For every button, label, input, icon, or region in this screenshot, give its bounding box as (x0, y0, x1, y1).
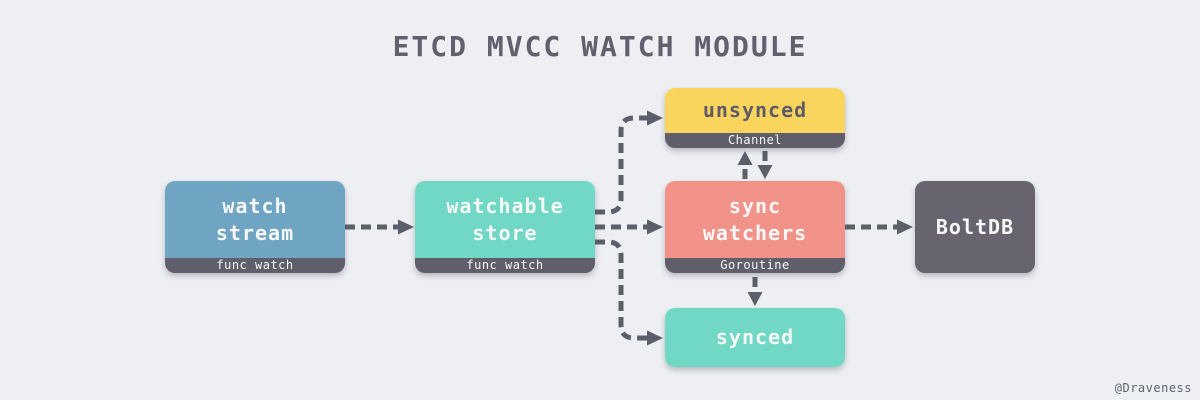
edge-watchable-store-to-unsynced (595, 115, 648, 215)
node-watchable-store-label: watchable store (446, 193, 564, 245)
edge-watchable-store-to-synced (595, 239, 648, 341)
diagram-title: ETCD MVCC WATCH MODULE (392, 30, 808, 63)
node-watch-stream-label: watch stream (215, 193, 295, 245)
node-boltdb-label: BoltDB (935, 214, 1015, 239)
arrowhead-sync-watchers-to-unsynced (737, 151, 753, 165)
node-synced-body: synced (665, 308, 845, 367)
arrowhead-unsynced-to-sync-watchers (757, 165, 773, 179)
node-watchable-store-sublabel: func watch (415, 258, 595, 273)
node-boltdb: BoltDB (915, 181, 1035, 273)
arrowhead-watch-stream-to-watchable-store (398, 219, 414, 235)
node-unsynced-body: unsynced (665, 88, 845, 133)
arrowhead-watchable-store-to-sync-watchers (647, 219, 663, 235)
arrowhead-watchable-store-to-unsynced (647, 110, 663, 126)
node-watch-stream-sublabel: func watch (165, 258, 345, 273)
node-watch-stream: watch stream func watch (165, 181, 345, 273)
node-synced: synced (665, 308, 845, 367)
node-sync-watchers-body: sync watchers (665, 181, 845, 258)
node-unsynced: unsynced Channel (665, 88, 845, 148)
arrowhead-watchable-store-to-synced (647, 330, 663, 346)
node-unsynced-label: unsynced (702, 98, 808, 122)
watermark: @Draveness (1114, 381, 1192, 395)
node-unsynced-sublabel: Channel (665, 133, 845, 148)
node-sync-watchers: sync watchers Goroutine (665, 181, 845, 273)
node-synced-label: synced (715, 325, 795, 349)
node-sync-watchers-label: sync watchers (702, 193, 808, 245)
node-watch-stream-body: watch stream (165, 181, 345, 258)
node-sync-watchers-sublabel: Goroutine (665, 258, 845, 273)
arrowhead-sync-watchers-to-boltdb (897, 219, 913, 235)
node-boltdb-body: BoltDB (915, 181, 1035, 273)
node-watchable-store-body: watchable store (415, 181, 595, 258)
node-watchable-store: watchable store func watch (415, 181, 595, 273)
arrowhead-sync-watchers-to-synced (747, 292, 763, 306)
